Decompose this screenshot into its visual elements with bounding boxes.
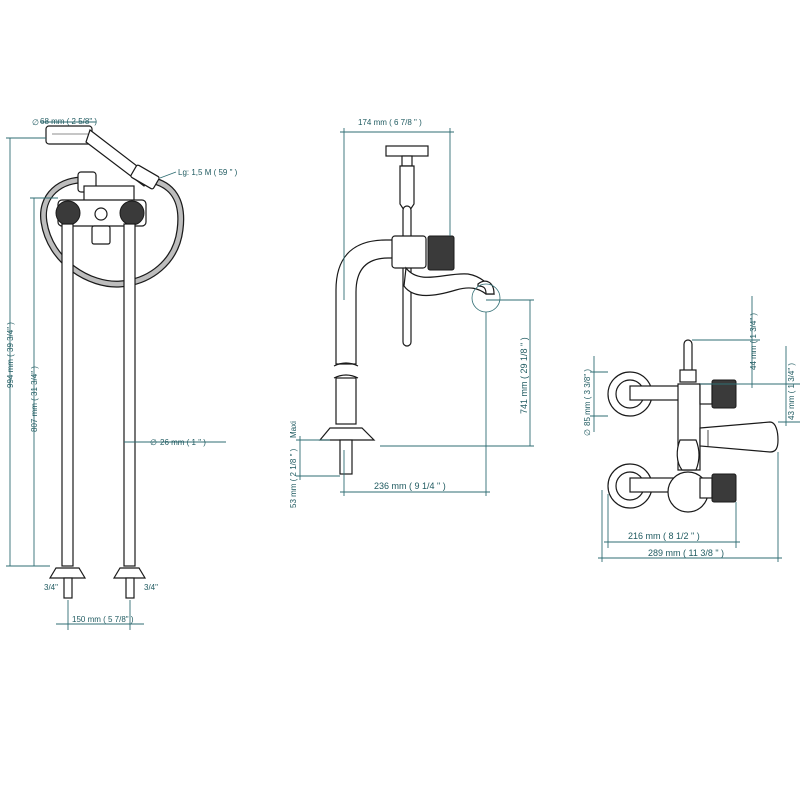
dim-spacing: 150 mm ( 5 7/8" ) <box>72 615 134 624</box>
leg-right <box>123 223 136 567</box>
side-view: 174 mm ( 6 7/8 " ) 741 mm ( 29 1/8 " ) 2… <box>289 118 534 508</box>
dim-reach: 236 mm ( 9 1/4 " ) <box>374 481 446 491</box>
dim-spout-height: 741 mm ( 29 1/8 " ) <box>519 337 529 414</box>
base-flange-side <box>318 427 376 441</box>
spout-wall <box>699 421 779 453</box>
shower-hose-inner <box>41 177 183 287</box>
dim-base-height: 53 mm ( 2 1/8 " ) <box>289 448 298 508</box>
freestanding-view: ∅ 68 mm ( 2 5/8" ) Lg: 1,5 M ( 59 " ) 99… <box>6 117 238 630</box>
dim-height-upper: 44 mm ( 1 3/4" ) <box>749 313 758 370</box>
break-line-lower <box>333 374 359 379</box>
dim-width-outer: 289 mm ( 11 3/8 " ) <box>648 548 724 558</box>
dim-height-total: 994 mm ( 39 3/4" ) <box>6 322 15 388</box>
dim-base-height-note: Maxi <box>289 421 298 438</box>
knob-side <box>427 235 455 271</box>
dim-flange-diameter: 85 mm ( 3 3/8" ) <box>583 369 592 426</box>
wall-view: 85 mm ( 3 3/8" ) ∅ 44 mm ( 1 3/4" ) 43 m… <box>583 296 800 562</box>
knob-lower-wall <box>711 473 737 503</box>
dim-height-body: 807 mm ( 31 3/4" ) <box>30 366 39 432</box>
dim-height-lower: 43 mm ( 1 3/4" ) <box>787 363 796 420</box>
hand-shower-side <box>399 165 415 211</box>
dim-diam-handshower: 68 mm ( 2 5/8" ) <box>40 117 97 126</box>
thread-right: 3/4" <box>144 583 158 592</box>
hot-knob <box>55 200 81 226</box>
dim-pipe-diameter: 26 mm ( 1 " ) <box>160 438 206 447</box>
diameter-symbol: ∅ <box>32 118 39 127</box>
dim-width-inner: 216 mm ( 8 1/2 " ) <box>628 531 700 541</box>
dim-width-top: 174 mm ( 6 7/8 " ) <box>358 118 422 127</box>
break-line <box>333 362 359 367</box>
hand-shower <box>45 125 160 190</box>
dim-hose-length: Lg: 1,5 M ( 59 " ) <box>178 168 238 177</box>
mixer-body-side <box>391 235 427 269</box>
leg-left <box>61 223 74 567</box>
diameter-symbol-pipe: ∅ <box>150 438 157 447</box>
holder-cap <box>385 145 429 157</box>
cold-knob <box>119 200 145 226</box>
mixer-body <box>55 171 147 245</box>
thread-left: 3/4" <box>44 583 58 592</box>
floor-flange-left <box>48 567 87 579</box>
floor-flange-right <box>112 567 147 579</box>
diverter-stem <box>683 339 693 375</box>
diameter-symbol-flange: ∅ <box>583 429 592 436</box>
